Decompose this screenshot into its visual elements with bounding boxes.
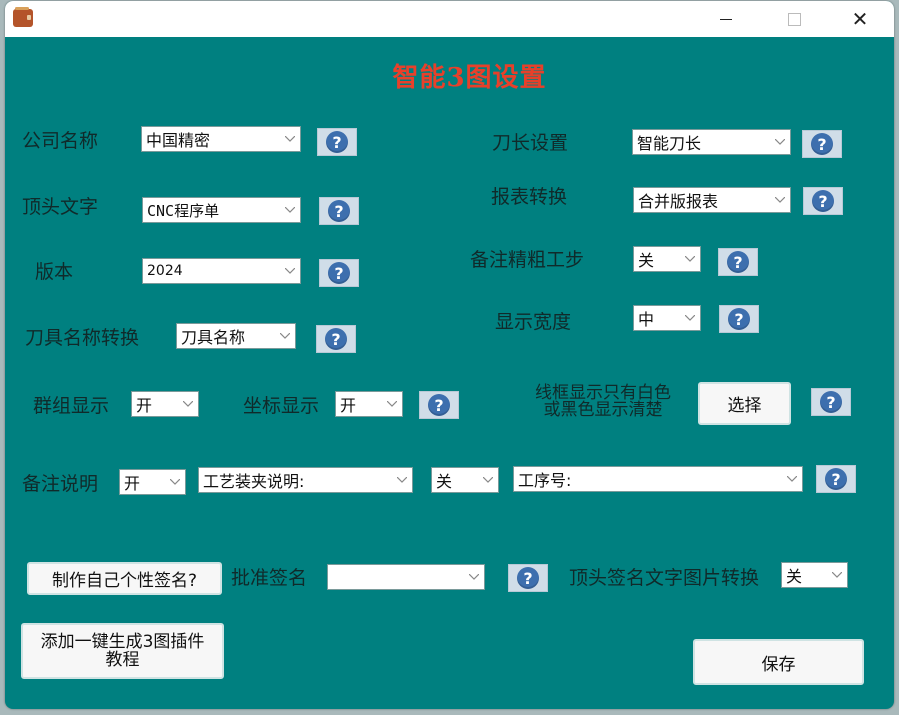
notes-label: 备注说明 (22, 473, 99, 495)
question-icon: ? (328, 262, 350, 284)
help-button-company-name[interactable]: ? (317, 128, 357, 156)
tool-name-convert-select[interactable]: 刀具名称 (176, 323, 296, 349)
question-icon: ? (728, 308, 750, 330)
notes-toggle-2-select[interactable]: 关 (431, 467, 499, 493)
wireframe-label: 线框显示只有白色 或黑色显示清楚 (535, 383, 671, 420)
help-button-report-convert[interactable]: ? (803, 187, 843, 215)
chevron-down-icon (680, 315, 700, 321)
header-signature-convert-select[interactable]: 关 (781, 562, 848, 588)
tool-name-convert-label: 刀具名称转换 (25, 327, 140, 349)
minimize-button[interactable] (703, 1, 749, 37)
help-button-notes[interactable]: ? (816, 465, 856, 493)
question-icon: ? (326, 131, 348, 153)
chevron-down-icon (392, 477, 412, 483)
report-convert-select[interactable]: 合并版报表 (633, 187, 791, 213)
process-clamp-note-select[interactable]: 工艺装夹说明: (198, 467, 413, 493)
company-name-label: 公司名称 (22, 130, 99, 152)
display-width-label: 显示宽度 (495, 311, 572, 333)
chevron-down-icon (165, 479, 185, 485)
question-icon: ? (727, 251, 749, 273)
coord-display-select[interactable]: 开 (335, 391, 403, 417)
minimize-icon (720, 18, 732, 20)
question-icon: ? (428, 394, 450, 416)
help-button-wireframe[interactable]: ? (811, 388, 851, 416)
help-button-tool-length[interactable]: ? (802, 130, 842, 158)
question-icon: ? (517, 567, 539, 589)
company-name-select[interactable]: 中国精密 (141, 126, 301, 152)
help-button-coord-display[interactable]: ? (419, 391, 459, 419)
chevron-down-icon (178, 401, 198, 407)
chevron-down-icon (382, 401, 402, 407)
plugin-tutorial-button[interactable]: 添加一键生成3图插件 教程 (21, 623, 224, 679)
header-text-select[interactable]: CNC程序单 (142, 197, 301, 223)
chevron-down-icon (464, 574, 484, 580)
header-text-label: 顶头文字 (22, 196, 99, 218)
approve-signature-label: 批准签名 (231, 567, 308, 589)
version-label: 版本 (35, 261, 74, 283)
chevron-down-icon (275, 333, 295, 339)
maximize-button[interactable] (771, 1, 817, 37)
process-number-select[interactable]: 工序号: (513, 466, 803, 492)
question-icon: ? (325, 328, 347, 350)
question-icon: ? (812, 190, 834, 212)
tool-length-label: 刀长设置 (492, 132, 569, 154)
coord-display-label: 坐标显示 (243, 395, 320, 417)
settings-window: ✕ 智能3图设置 公司名称 中国精密 ? 顶头文字 CNC程序单 ? 版本 20… (5, 1, 894, 709)
tool-length-select[interactable]: 智能刀长 (632, 129, 791, 155)
version-select[interactable]: 2024 (142, 258, 301, 284)
group-display-label: 群组显示 (33, 395, 110, 417)
report-convert-label: 报表转换 (491, 186, 568, 208)
close-icon: ✕ (851, 7, 869, 31)
save-button[interactable]: 保存 (693, 639, 864, 685)
title-bar[interactable]: ✕ (5, 1, 894, 37)
help-button-header-text[interactable]: ? (319, 197, 359, 225)
chevron-down-icon (280, 268, 300, 274)
wallet-app-icon (13, 7, 33, 27)
note-finish-rough-label: 备注精粗工步 (470, 249, 585, 271)
chevron-down-icon (782, 476, 802, 482)
close-button[interactable]: ✕ (837, 1, 883, 37)
help-button-tool-name-convert[interactable]: ? (316, 325, 356, 353)
question-icon: ? (825, 468, 847, 490)
header-signature-convert-label: 顶头签名文字图片转换 (569, 567, 760, 589)
help-button-approve-signature[interactable]: ? (508, 564, 548, 592)
help-button-version[interactable]: ? (319, 259, 359, 287)
maximize-icon (787, 12, 801, 26)
chevron-down-icon (827, 572, 847, 578)
display-width-select[interactable]: 中 (633, 305, 701, 331)
page-title: 智能3图设置 (392, 63, 547, 93)
wireframe-select-button[interactable]: 选择 (698, 382, 791, 425)
chevron-down-icon (680, 256, 700, 262)
group-display-select[interactable]: 开 (131, 391, 199, 417)
question-icon: ? (820, 391, 842, 413)
help-button-display-width[interactable]: ? (719, 305, 759, 333)
chevron-down-icon (770, 139, 790, 145)
chevron-down-icon (770, 197, 790, 203)
question-icon: ? (811, 133, 833, 155)
question-icon: ? (328, 200, 350, 222)
chevron-down-icon (280, 207, 300, 213)
help-button-note-finish-rough[interactable]: ? (718, 248, 758, 276)
make-signature-button[interactable]: 制作自己个性签名? (27, 562, 222, 595)
notes-toggle-1-select[interactable]: 开 (119, 469, 186, 495)
chevron-down-icon (280, 136, 300, 142)
note-finish-rough-select[interactable]: 关 (633, 246, 701, 272)
approve-signature-select[interactable] (327, 564, 485, 590)
chevron-down-icon (478, 477, 498, 483)
